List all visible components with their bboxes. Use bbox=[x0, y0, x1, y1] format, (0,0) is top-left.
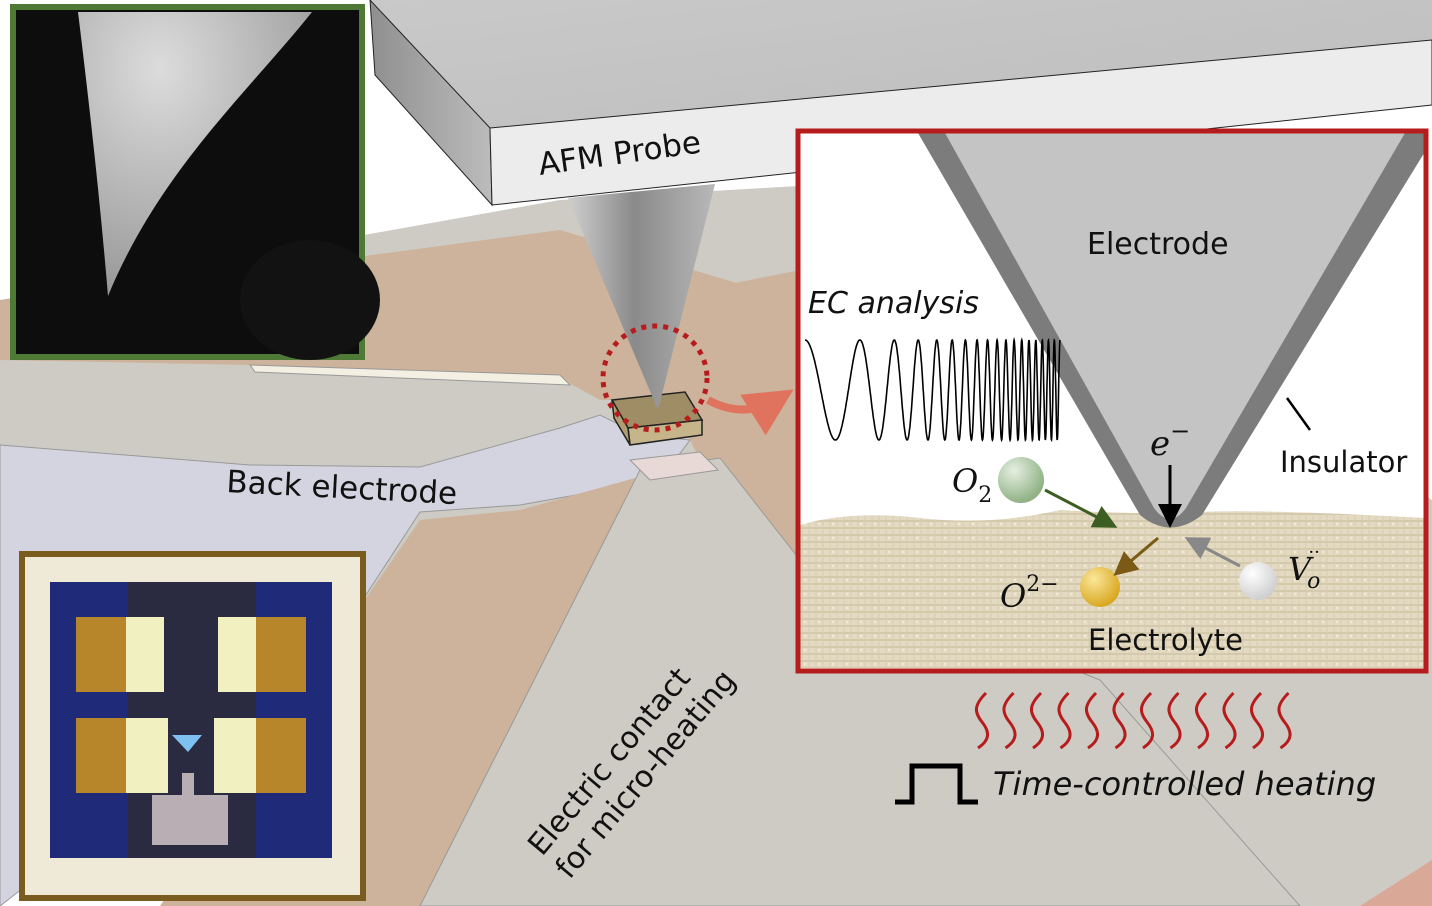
oxide-ion-arrow bbox=[1113, 536, 1159, 576]
chip-photo-inset bbox=[19, 551, 366, 901]
oxygen-vacancy-ball bbox=[1239, 562, 1277, 600]
oxide-ion-symbol: O2− bbox=[1000, 572, 1059, 615]
oxygen-gas-arrow bbox=[1044, 488, 1118, 528]
oxygen-gas-ball bbox=[998, 457, 1044, 503]
oxygen-vacancy-symbol: Vo·· bbox=[1288, 542, 1320, 594]
time-controlled-heating-label: Time-controlled heating bbox=[993, 765, 1376, 803]
ec-analysis-label: EC analysis bbox=[808, 286, 979, 321]
heat-wave bbox=[1030, 691, 1044, 750]
heat-wave bbox=[1222, 691, 1237, 750]
zoom-region-circle bbox=[600, 323, 710, 433]
heat-wave bbox=[1140, 691, 1154, 750]
oxide-ion-ball bbox=[1080, 567, 1120, 607]
heat-wave bbox=[975, 691, 989, 750]
heat-wave bbox=[1002, 691, 1017, 750]
afm-probe-cantilever: AFM Probe bbox=[369, 0, 1432, 207]
ec-chirp-signal bbox=[805, 336, 1061, 443]
oxygen-vacancy-arrow bbox=[1184, 537, 1241, 568]
afm-probe-tip-cone bbox=[568, 184, 715, 410]
heat-wave bbox=[1112, 691, 1127, 750]
electron-symbol: e− bbox=[1150, 417, 1190, 464]
tip-sample-zoom-inset: Electrode Insulator EC analysis e− O2 O2… bbox=[795, 128, 1429, 674]
heat-wave bbox=[1277, 691, 1292, 750]
ridge-strip bbox=[249, 364, 572, 386]
heating-pulse-icon bbox=[895, 763, 978, 805]
heater-pad bbox=[628, 451, 720, 481]
heat-wave bbox=[1085, 691, 1099, 750]
heat-wave bbox=[1195, 691, 1209, 750]
insulator-leader-line bbox=[1285, 397, 1312, 431]
contact-pad-corner bbox=[1360, 860, 1432, 906]
insulator-label: Insulator bbox=[1280, 445, 1407, 479]
heat-wave bbox=[1167, 691, 1182, 750]
electrolyte-label: Electrolyte bbox=[1088, 623, 1243, 657]
contact-pad-right bbox=[680, 270, 800, 560]
heat-wave bbox=[1250, 691, 1264, 750]
zoom-arrow bbox=[706, 389, 794, 436]
heater-contact-lead bbox=[419, 457, 1301, 906]
sem-tip-shape bbox=[78, 12, 312, 296]
heat-waves bbox=[975, 691, 1292, 750]
zoom-inset-frame bbox=[795, 128, 1429, 674]
electrode-label: Electrode bbox=[1087, 227, 1229, 262]
beam-front-face bbox=[489, 39, 1432, 206]
electrode-core bbox=[945, 133, 1405, 519]
sem-tip-inset bbox=[10, 4, 380, 360]
oxygen-gas-symbol: O2 bbox=[952, 462, 992, 508]
beam-top-face bbox=[370, 0, 1432, 128]
heat-wave bbox=[1057, 691, 1072, 750]
